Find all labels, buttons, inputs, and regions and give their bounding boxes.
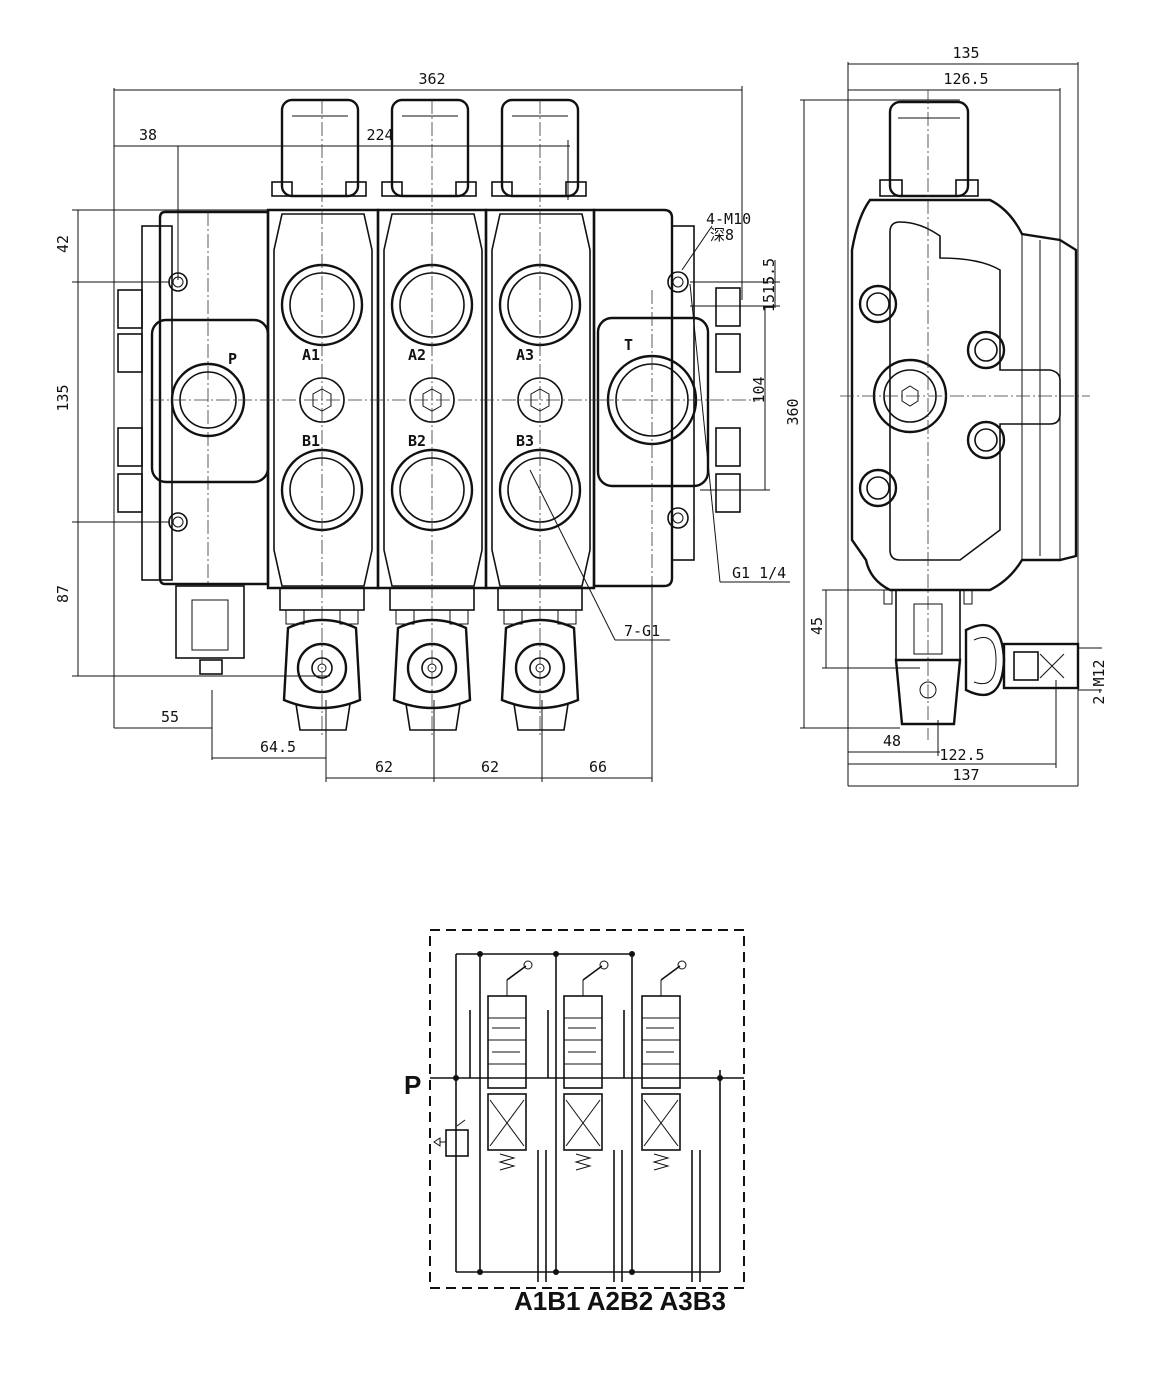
dim-48: 48 (883, 732, 901, 750)
junction-dots (453, 951, 723, 1275)
dim-126-5: 126.5 (943, 70, 988, 88)
port-label-b2: B2 (408, 432, 426, 450)
schematic-lines (430, 953, 744, 1282)
section-3 (484, 98, 596, 738)
section-1 (266, 98, 380, 738)
side-view: 135 126.5 360 45 48 122.5 137 2-M12 (784, 44, 1108, 787)
front-dimension-lines (72, 86, 790, 782)
inlet-cover (117, 210, 270, 675)
port-label-a1: A1 (302, 346, 320, 364)
dim-42: 42 (54, 235, 72, 253)
callout-g1-1-4: G1 1/4 (732, 564, 786, 582)
dim-38: 38 (139, 126, 157, 144)
front-view: 362 224 38 42 135 87 55 64.5 62 62 66 15… (54, 70, 790, 782)
side-body (840, 90, 1090, 740)
outlet-cover (592, 208, 760, 588)
dim-15-5-b: 15.5 (760, 276, 778, 312)
schematic-label-outputs: A1B1 A2B2 A3B3 (514, 1286, 726, 1316)
port-label-b1: B1 (302, 432, 320, 450)
spool-valve-1 (487, 960, 533, 1171)
port-label-t: T (624, 336, 633, 354)
dim-2-m12: 2-M12 (1090, 659, 1108, 704)
dim-55: 55 (161, 708, 179, 726)
dim-122-5: 122.5 (939, 746, 984, 764)
relief-valve (433, 1119, 469, 1157)
port-label-a2: A2 (408, 346, 426, 364)
dim-224: 224 (366, 126, 393, 144)
dim-135-side: 135 (952, 44, 979, 62)
port-label-p: P (228, 350, 237, 368)
spool-valve-3 (641, 960, 687, 1171)
port-label-a3: A3 (516, 346, 534, 364)
dim-62-a: 62 (375, 758, 393, 776)
hydraulic-schematic: P A1B1 A2B2 A3B3 (404, 929, 745, 1316)
dim-15-5-a: 15.5 (760, 258, 778, 294)
callout-depth: 深8 (710, 226, 734, 244)
schematic-label-p: P (404, 1070, 421, 1100)
callout-4-m10: 4-M10 (706, 210, 751, 228)
section-2 (376, 98, 488, 738)
dim-66: 66 (589, 758, 607, 776)
schematic-boundary (429, 929, 745, 1289)
dim-135: 135 (54, 384, 72, 411)
callout-7-g1: 7-G1 (624, 622, 660, 640)
dim-87: 87 (54, 585, 72, 603)
dim-137: 137 (952, 766, 979, 784)
side-dimension-lines (800, 62, 1102, 787)
work-sections (266, 98, 596, 738)
dim-360: 360 (784, 398, 802, 425)
port-label-b3: B3 (516, 432, 534, 450)
dim-104: 104 (750, 376, 768, 403)
dim-64-5: 64.5 (260, 738, 296, 756)
dim-362: 362 (418, 70, 445, 88)
dim-62-b: 62 (481, 758, 499, 776)
dim-45: 45 (808, 617, 826, 635)
spool-valve-2 (563, 960, 609, 1171)
